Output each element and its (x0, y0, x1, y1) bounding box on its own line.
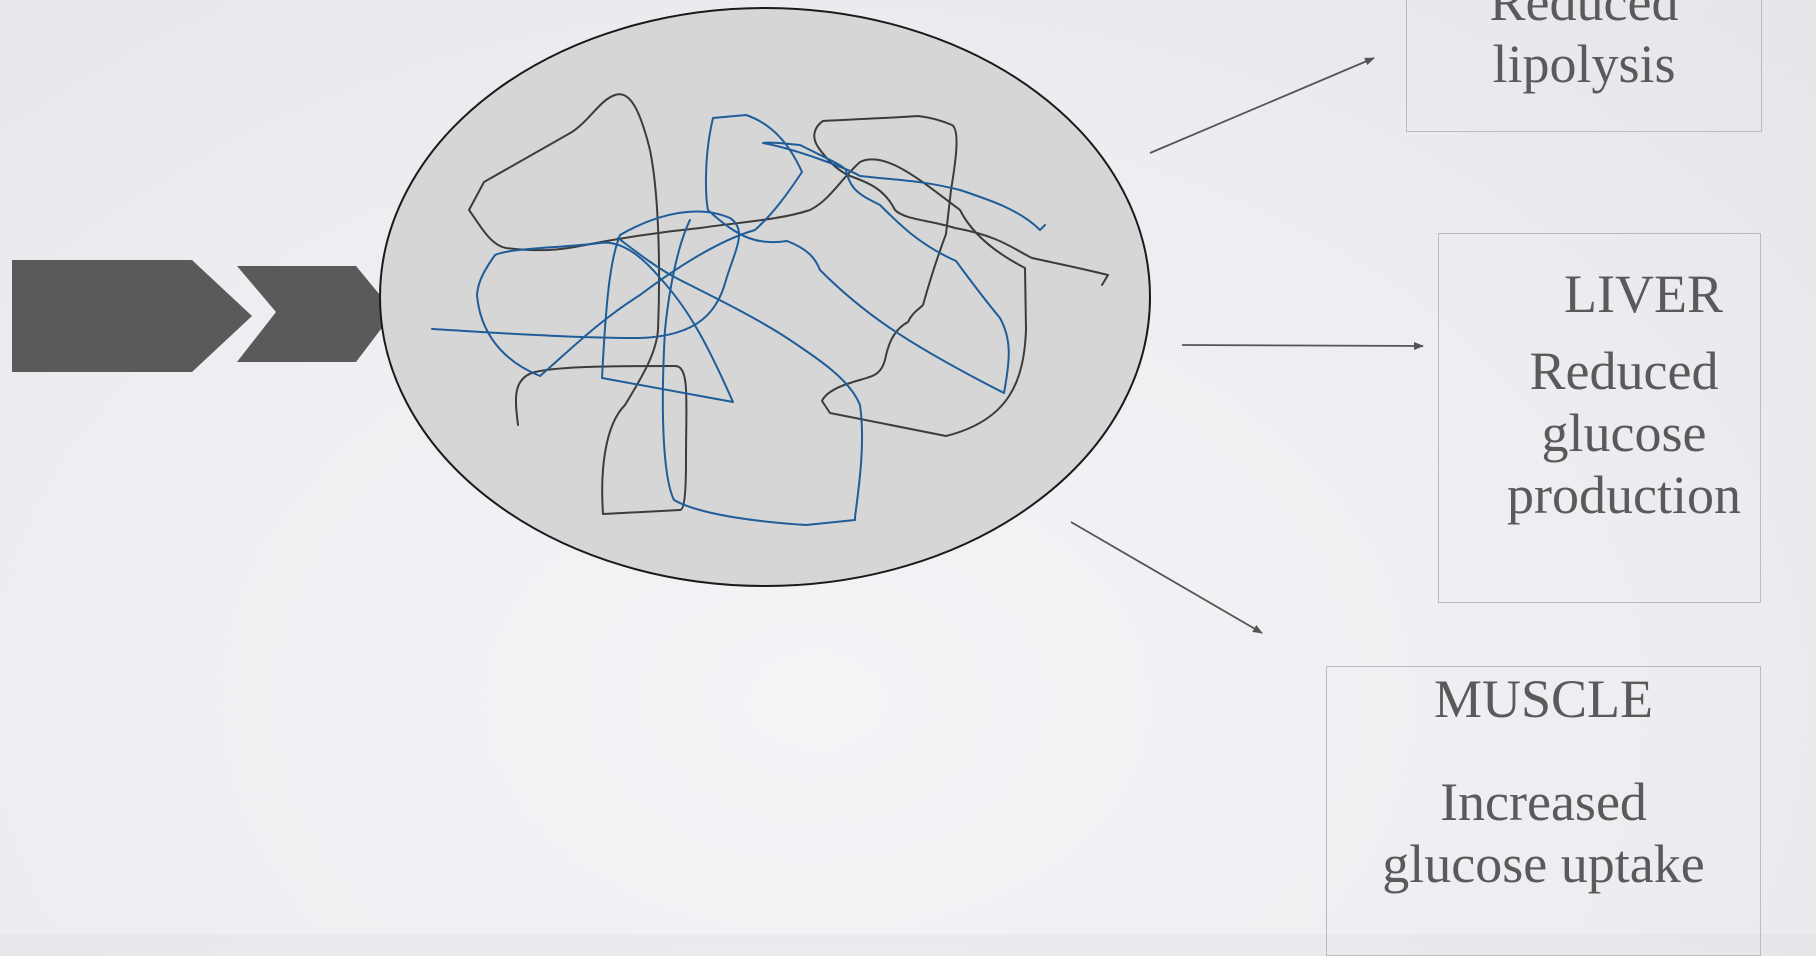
liver-line-3: production (1489, 464, 1759, 526)
liver-line-2: glucose (1489, 402, 1759, 464)
chevron-small (237, 266, 394, 362)
lipolysis-line-2: lipolysis (1407, 33, 1761, 95)
arrow-to-muscle (1071, 522, 1262, 633)
lipolysis-line-1: Reduced (1407, 0, 1761, 33)
lipolysis-box: Reduced lipolysis (1406, 0, 1762, 132)
arrow-to-lipolysis (1150, 58, 1374, 153)
liver-box: LIVER Reduced glucose production (1438, 233, 1761, 603)
muscle-line-1: Increased (1327, 771, 1760, 833)
chevron-large (12, 260, 252, 372)
muscle-box: MUSCLE Increased glucose uptake (1326, 666, 1761, 956)
muscle-line-2: glucose uptake (1327, 833, 1760, 895)
arrow-to-liver (1182, 345, 1423, 346)
liver-title: LIVER (1564, 262, 1723, 327)
cell-ellipse (380, 8, 1150, 586)
liver-line-1: Reduced (1489, 340, 1759, 402)
muscle-title: MUSCLE (1327, 667, 1760, 732)
